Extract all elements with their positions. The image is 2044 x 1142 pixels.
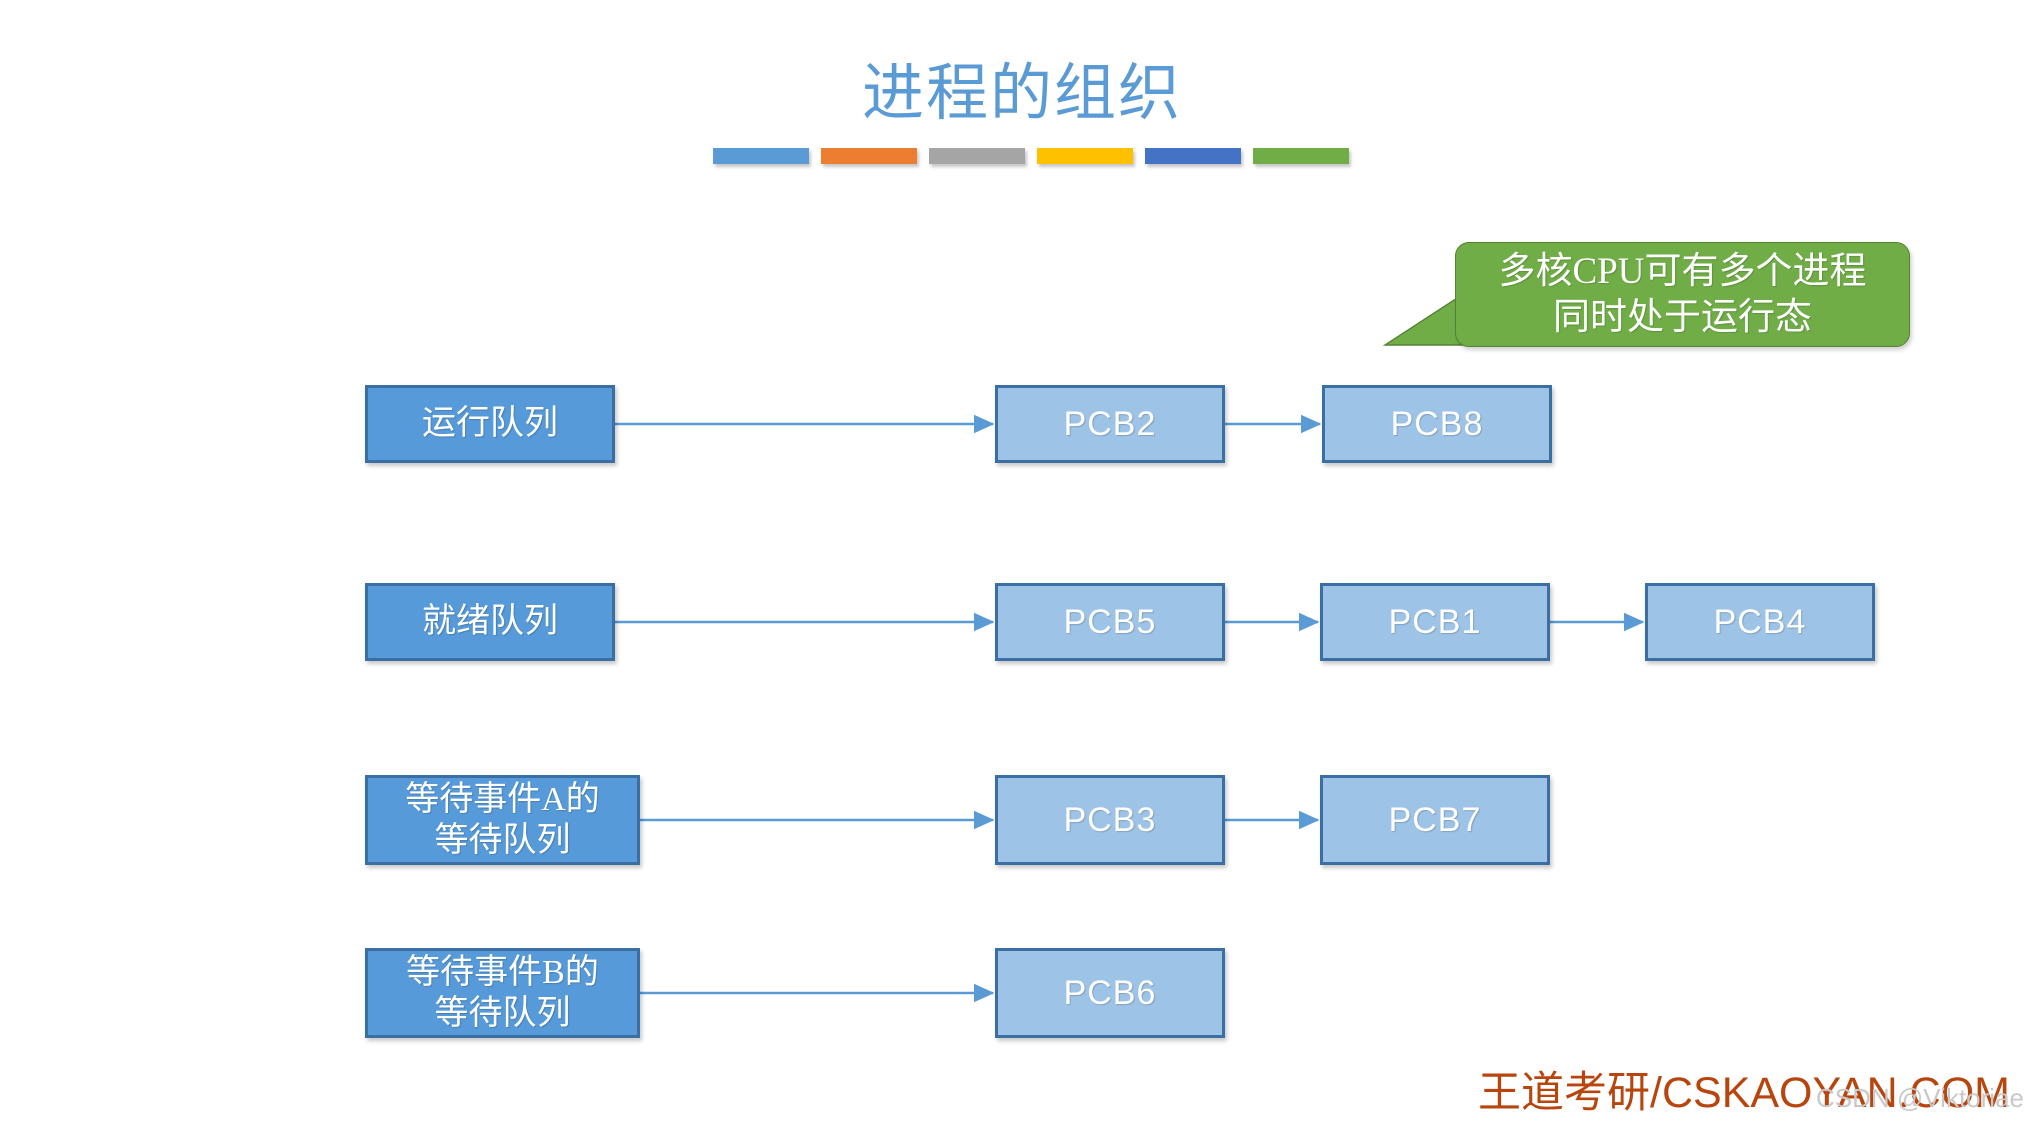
callout-body: 多核CPU可有多个进程 同时处于运行态 — [1455, 242, 1910, 347]
queue-box-wait-event-b-row-line-2: 等待队列 — [434, 995, 571, 1032]
queue-box-ready-queue-row-line-1: 就绪队列 — [422, 603, 558, 641]
accent-bar-green — [1253, 148, 1349, 164]
pcb-box-pcb4-line-1: PCB4 — [1713, 602, 1807, 641]
pcb-box-pcb2: PCB2 — [995, 385, 1225, 463]
pcb-box-pcb5-line-1: PCB5 — [1063, 602, 1157, 641]
pcb-box-pcb1-line-1: PCB1 — [1388, 602, 1482, 641]
accent-bar-blue — [713, 148, 809, 164]
page-title: 进程的组织 — [861, 60, 1182, 128]
accent-bar-orange — [821, 148, 917, 164]
csdn-watermark: CSDN @Viktoriae — [1816, 1083, 2024, 1113]
accent-bar-darkblue — [1145, 148, 1241, 164]
pcb-box-pcb8: PCB8 — [1322, 385, 1552, 463]
pcb-box-pcb6: PCB6 — [995, 948, 1225, 1038]
queue-box-wait-event-b-row: 等待事件B的等待队列 — [365, 948, 640, 1038]
accent-bar-group — [713, 148, 1353, 166]
pcb-box-pcb3-line-1: PCB3 — [1063, 800, 1157, 839]
queue-box-wait-event-a-row-line-2: 等待队列 — [434, 822, 571, 859]
queue-box-running-queue-row: 运行队列 — [365, 385, 615, 463]
pcb-box-pcb4: PCB4 — [1645, 583, 1875, 661]
pcb-box-pcb1: PCB1 — [1320, 583, 1550, 661]
queue-box-wait-event-b-row-line-1: 等待事件B的 — [406, 953, 599, 991]
queue-box-wait-event-a-row: 等待事件A的等待队列 — [365, 775, 640, 865]
pcb-box-pcb8-line-1: PCB8 — [1390, 404, 1484, 443]
pcb-box-pcb7: PCB7 — [1320, 775, 1550, 865]
footer-brand-text: 王道考研/CSKAOYAN.COM — [1478, 1069, 2010, 1117]
callout-bubble: 多核CPU可有多个进程 同时处于运行态 — [1383, 242, 1910, 347]
queue-box-ready-queue-row: 就绪队列 — [365, 583, 615, 661]
pcb-box-pcb3: PCB3 — [995, 775, 1225, 865]
pcb-box-pcb5: PCB5 — [995, 583, 1225, 661]
queue-box-running-queue-row-line-1: 运行队列 — [422, 405, 558, 443]
pcb-box-pcb2-line-1: PCB2 — [1063, 404, 1157, 443]
callout-line-1: 多核CPU可有多个进程 — [1498, 251, 1867, 293]
pcb-box-pcb6-line-1: PCB6 — [1063, 973, 1157, 1012]
queue-box-wait-event-a-row-line-1: 等待事件A的 — [405, 780, 600, 818]
callout-line-2: 同时处于运行态 — [1553, 296, 1812, 338]
pcb-box-pcb7-line-1: PCB7 — [1388, 800, 1482, 839]
accent-bar-gold — [1037, 148, 1133, 164]
accent-bar-gray — [929, 148, 1025, 164]
